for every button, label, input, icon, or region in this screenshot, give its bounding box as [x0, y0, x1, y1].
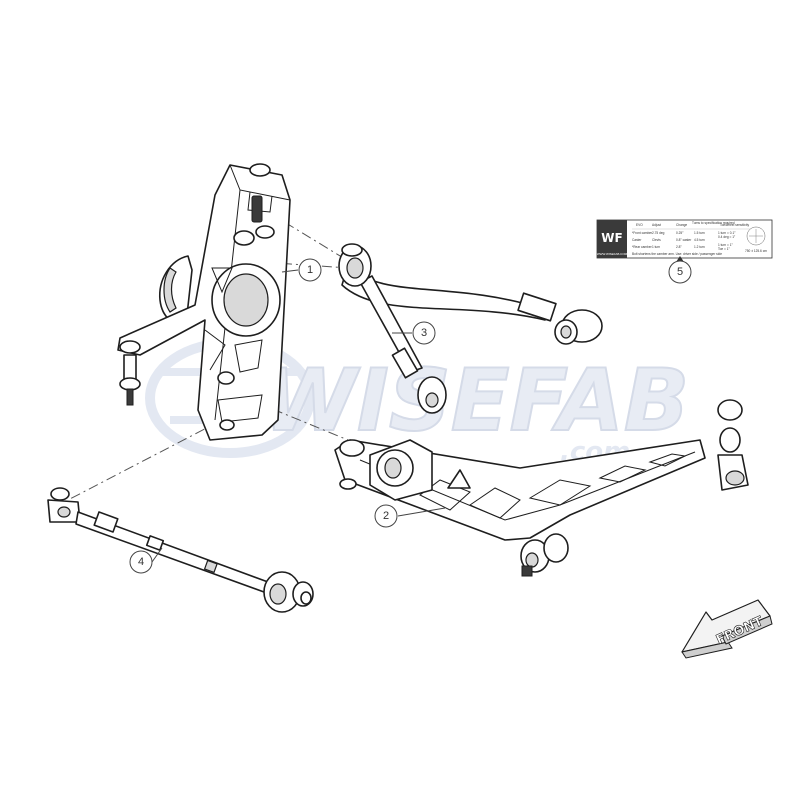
front-direction-arrow: FRONT — [681, 599, 773, 659]
label-row1-col1: *Front camber — [632, 231, 653, 235]
label-row2-col2: Clevis — [652, 238, 661, 242]
callout-2: 2 — [374, 504, 446, 528]
label-header-sensitivity: Toe/wheel sensitivity — [720, 223, 749, 227]
callout-4: 4 — [129, 547, 163, 574]
label-row1-col4: 1.5 turn — [694, 231, 705, 235]
callout-1: 1 — [281, 258, 322, 282]
label-brand-logo: WF — [601, 231, 622, 245]
callout-2-number: 2 — [383, 510, 389, 522]
label-website: WWW.WISEFAB.COM — [597, 252, 628, 256]
label-footnote: Bolt shortens the camber arm. Use: drive… — [632, 252, 722, 256]
callout-5: 5 — [668, 256, 692, 284]
callout-4-number: 4 — [138, 556, 144, 568]
label-header-turns: Turns to specification required — [692, 221, 735, 225]
label-row3-col6: Toe = 1° — [718, 247, 731, 251]
label-header-change: Change — [676, 223, 687, 227]
callout-3: 3 — [392, 321, 436, 345]
callout-1-number: 1 — [307, 264, 313, 276]
label-row1-col3: 0.25° — [676, 231, 684, 235]
label-diagram-caption: 750 ± 125.6 cm — [745, 249, 767, 253]
lower-control-arm — [334, 399, 749, 577]
callout-3-number: 3 — [421, 327, 427, 339]
label-row3-col2: 1 turn — [652, 245, 660, 249]
upright-knuckle — [117, 163, 291, 441]
label-row3-col1: *Rear camber — [632, 245, 653, 249]
label-row1-col5: 1 turn = 0.1° — [718, 231, 736, 235]
label-row3-col4: 1.2 turn — [694, 245, 705, 249]
tie-rod — [47, 487, 314, 613]
label-header-adjust: Adjust — [652, 223, 661, 227]
label-row3-col5: 1 turn = 1° — [718, 243, 734, 247]
label-row2-col3: 0.8° caster — [676, 238, 692, 242]
upper-control-arm — [338, 243, 603, 414]
watermark-main-text: WISEFAB — [262, 351, 689, 451]
label-row1-col2: 2.75 deg — [652, 231, 665, 235]
spec-label-sticker: WF WWW.WISEFAB.COM EVO Adjust Change Tur… — [596, 219, 773, 259]
label-row2-col4: 4.5 turn — [694, 238, 705, 242]
label-row3-col3: 2.8° — [676, 245, 682, 249]
label-model: EVO — [636, 223, 643, 227]
callout-5-number: 5 — [677, 266, 683, 278]
label-row1-col6: 0.4 deg = 1° — [718, 235, 736, 239]
label-row2-col1: Caster — [632, 238, 642, 242]
